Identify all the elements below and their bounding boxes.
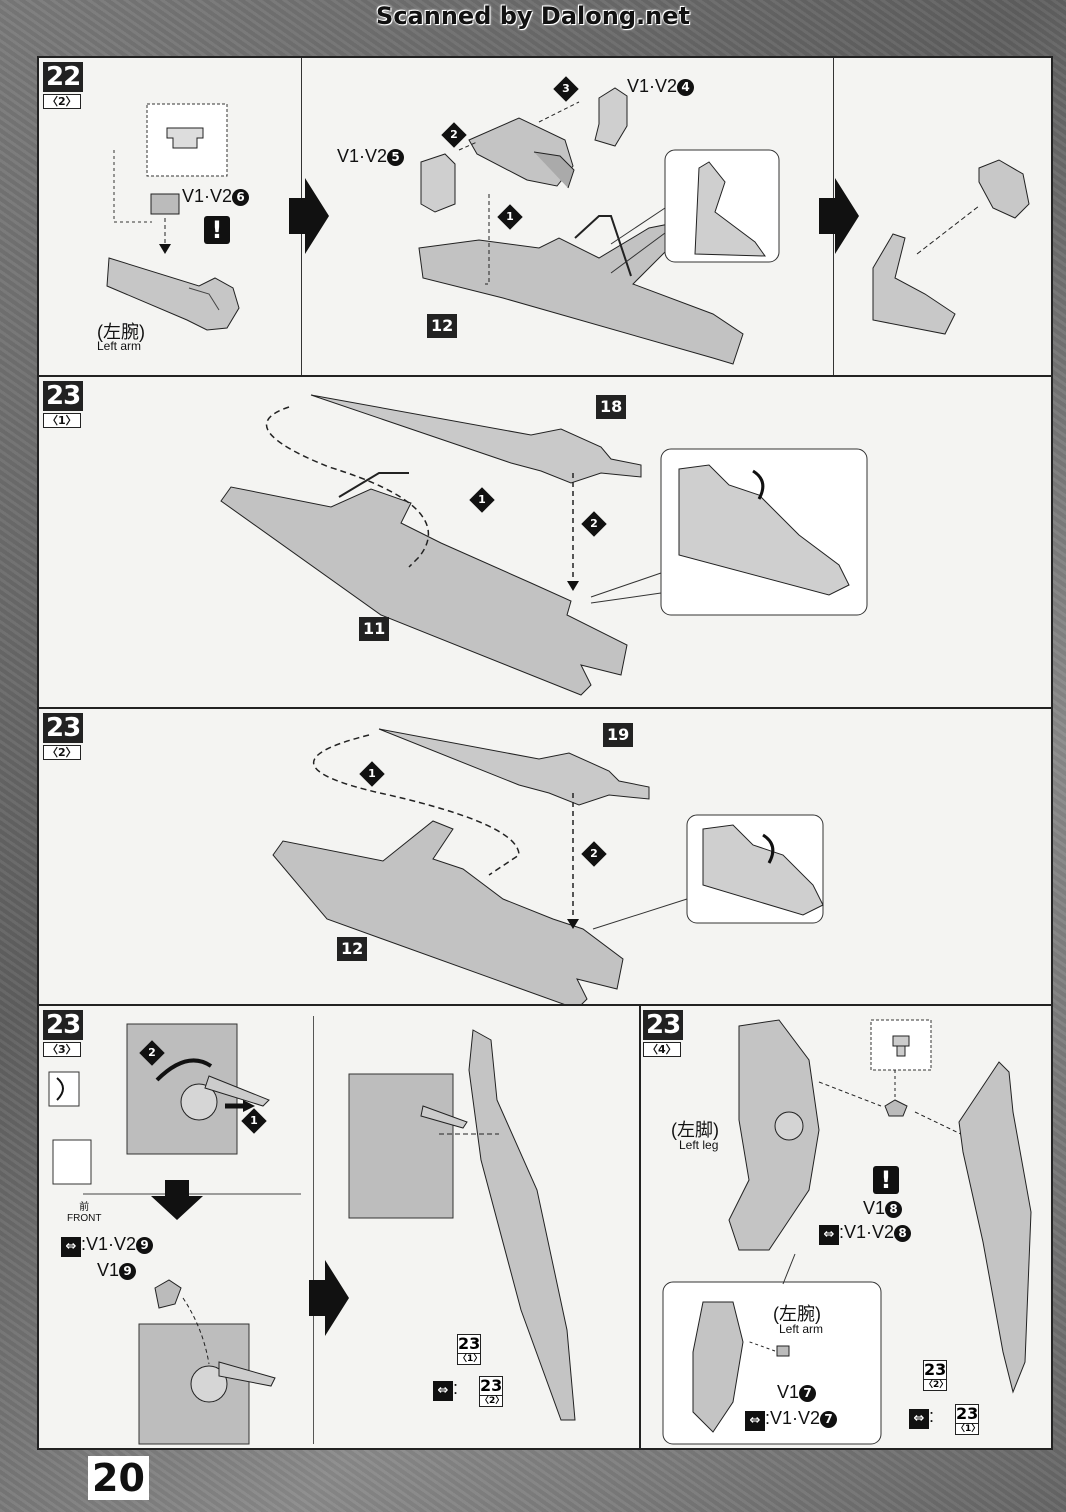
circled-number: 9 [119, 1262, 137, 1280]
ref-23-2: 23〈2〉 [479, 1376, 505, 1407]
part-label-v1: V1 [777, 1382, 800, 1402]
step-23-3-4-row: 23 〈3〉 23 〈4〉 [39, 1006, 1051, 1448]
ref-23-1: 23〈1〉 [457, 1334, 483, 1365]
page-number: 20 [88, 1456, 149, 1500]
part-number-box: 12 [427, 314, 458, 338]
step-sub: 〈2〉 [43, 94, 81, 109]
step-number: 23 [43, 381, 84, 411]
part-label-v1v2: V1·V2 [182, 186, 233, 206]
part-label-v1v2: :V1·V2 [81, 1234, 137, 1254]
ref-23-1: 23〈1〉 [955, 1404, 981, 1435]
swap-icon: ⇔ [909, 1409, 929, 1429]
left-leg-label-en: Left leg [679, 1138, 719, 1152]
circled-number: 9 [136, 1236, 154, 1254]
step-23-1-row: 23 〈1〉 18 11 1 2 [39, 377, 1051, 709]
step-23-illustration [48, 1019, 1032, 1445]
left-leg-label-jp: (左脚) [671, 1120, 719, 1140]
part-number-box: 19 [603, 723, 634, 747]
step-number: 23 [43, 713, 84, 743]
part-label-v1v2: V1·V2 [627, 76, 678, 96]
left-arm-label-en: Left arm [97, 339, 142, 353]
step-diamond: 2 [441, 122, 467, 148]
step-diamond: 2 [581, 511, 607, 537]
part-number-box: 18 [596, 395, 627, 419]
step-diamond: 3 [553, 76, 579, 102]
step-22-2-illustration [106, 87, 1030, 365]
front-icon-jp: 前 [79, 1202, 90, 1213]
circled-number: 8 [885, 1200, 903, 1218]
circled-number: 8 [894, 1224, 912, 1242]
step-sub: 〈3〉 [43, 1042, 81, 1057]
step-diamond: 1 [359, 761, 385, 787]
part-label-v1v2: V1·V2 [337, 146, 388, 166]
step-sub: 〈2〉 [43, 745, 81, 760]
part-number-box: 11 [359, 617, 390, 641]
step-diamond: 2 [139, 1040, 165, 1066]
step-23-2-row: 23 〈2〉 19 12 1 2 [39, 709, 1051, 1006]
part-label-v1v2: :V1·V2 [839, 1222, 895, 1242]
part-label-v1: V1 [863, 1198, 886, 1218]
step-sub: 〈1〉 [43, 413, 81, 428]
left-arm-label-jp: (左腕) [773, 1304, 821, 1324]
step-number: 23 [43, 1010, 84, 1040]
part-number-box: 12 [337, 937, 368, 961]
step-diamond: 1 [241, 1108, 267, 1134]
left-arm-label-en: Left arm [779, 1322, 824, 1336]
step-23-1-illustration [220, 394, 868, 696]
step-diamond: 2 [581, 841, 607, 867]
part-label-v1: V1 [97, 1260, 120, 1280]
step-22-2-row: 22 〈2〉 [39, 58, 1051, 377]
ref-23-2: 23〈2〉 [923, 1360, 949, 1391]
swap-icon: ⇔ [61, 1237, 81, 1257]
left-arm-label-jp: (左腕) [97, 322, 145, 342]
front-icon-en: FRONT [67, 1213, 102, 1224]
step-number: 22 [43, 62, 84, 92]
swap-icon: ⇔ [433, 1381, 453, 1401]
swap-icon: ⇔ [745, 1411, 765, 1431]
circled-number: 5 [387, 148, 405, 166]
step-diamond: 1 [469, 487, 495, 513]
step-diamond: 1 [497, 204, 523, 230]
step-23-2-illustration [272, 728, 824, 1004]
warning-icon: ! [873, 1166, 899, 1194]
circled-number: 7 [820, 1410, 838, 1428]
step-sub: 〈4〉 [643, 1042, 681, 1057]
circled-number: 7 [799, 1384, 817, 1402]
warning-icon: ! [204, 216, 230, 244]
part-label-v1v2: V1·V2 [770, 1408, 821, 1428]
swap-icon: ⇔ [819, 1225, 839, 1245]
circled-number: 4 [677, 78, 695, 96]
step-number: 23 [643, 1010, 684, 1040]
circled-number: 6 [232, 188, 250, 206]
scanned-watermark: Scanned by Dalong.net [376, 2, 690, 30]
instruction-sheet: 22 〈2〉 [37, 56, 1053, 1450]
